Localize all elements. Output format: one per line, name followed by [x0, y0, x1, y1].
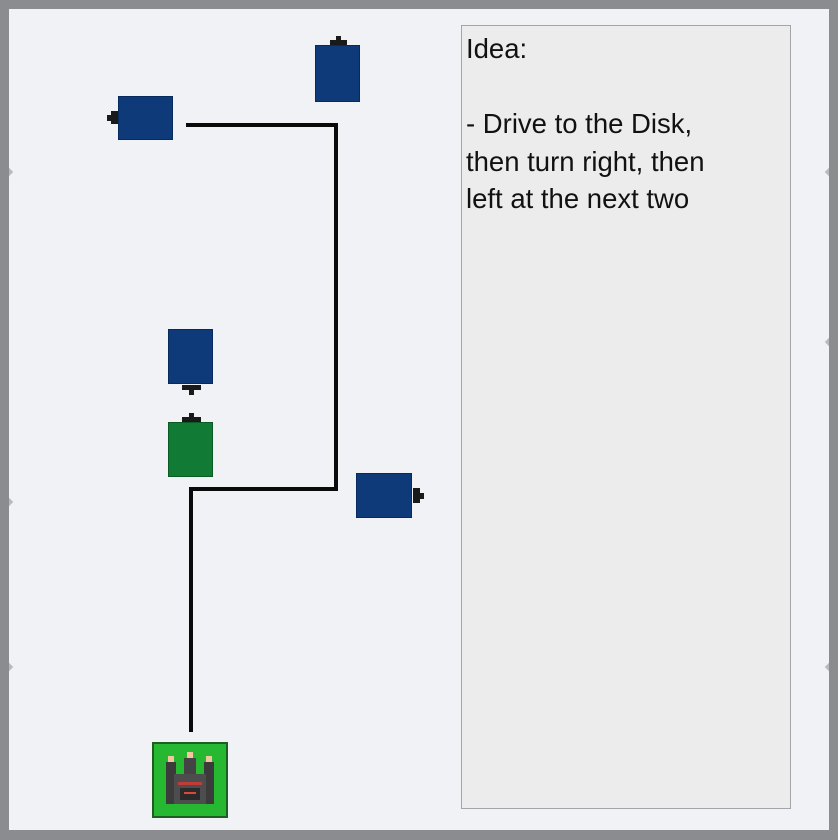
- blue-robot[interactable]: [315, 36, 360, 102]
- blue-robot[interactable]: [356, 473, 424, 518]
- edge-marker: [9, 662, 14, 672]
- robot-nub-icon: [189, 390, 194, 395]
- robot-nub-icon: [330, 40, 347, 45]
- edge-marker: [9, 167, 14, 177]
- path-segment: [189, 487, 193, 732]
- robot-nub-icon: [182, 417, 201, 422]
- robot-nub-icon: [336, 36, 341, 41]
- robot-nub-icon: [111, 111, 118, 124]
- robot-nub-icon: [189, 413, 194, 418]
- notes-panel[interactable]: Idea: - Drive to the Disk, then turn rig…: [461, 25, 791, 809]
- edge-marker: [9, 497, 14, 507]
- edge-marker: [824, 167, 829, 177]
- path-segment: [334, 123, 338, 491]
- blue-robot[interactable]: [168, 329, 213, 395]
- robot-nub-icon: [413, 488, 420, 503]
- edge-marker: [824, 662, 829, 672]
- notes-text: Idea: - Drive to the Disk, then turn rig…: [466, 33, 705, 214]
- home-base[interactable]: [152, 742, 228, 818]
- path-segment: [189, 487, 338, 491]
- player-robot[interactable]: [168, 413, 213, 477]
- game-board: Idea: - Drive to the Disk, then turn rig…: [9, 9, 829, 830]
- edge-marker: [824, 337, 829, 347]
- blue-robot[interactable]: [107, 96, 173, 140]
- castle-icon: [162, 752, 218, 808]
- robot-nub-icon: [420, 493, 424, 499]
- robot-nub-icon: [107, 115, 111, 121]
- path-segment: [186, 123, 338, 127]
- robot-nub-icon: [182, 385, 201, 390]
